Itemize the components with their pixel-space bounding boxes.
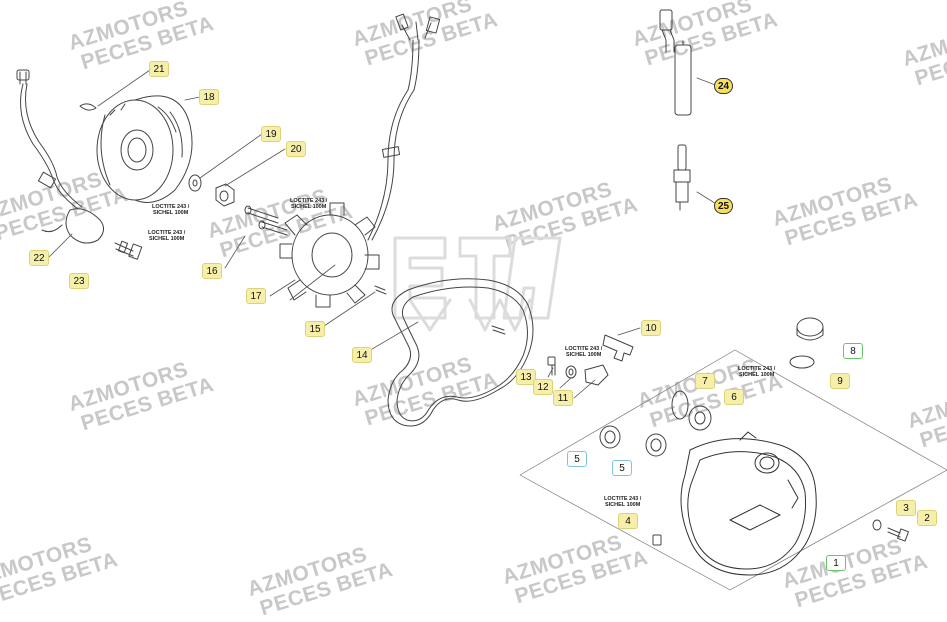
- part-label-13[interactable]: 13: [516, 369, 536, 385]
- loctite-note: LOCTITE 243 / SICHEL 100M: [152, 204, 190, 216]
- woodruff-key-21: [79, 103, 97, 111]
- part-label-24[interactable]: 24: [714, 78, 733, 94]
- spark-plug-cap-24: [659, 9, 692, 116]
- cover-bolts: [652, 519, 909, 546]
- part-label-1[interactable]: 1: [826, 555, 846, 571]
- loctite-note: LOCTITE 243 / SICHEL 100M: [148, 230, 186, 242]
- gasket-14: [387, 278, 534, 427]
- part-label-6[interactable]: 6: [724, 389, 744, 405]
- part-label-17[interactable]: 17: [246, 288, 266, 304]
- loctite-note: LOCTITE 243 / SICHEL 100M: [290, 198, 328, 210]
- part-label-2[interactable]: 2: [917, 510, 937, 526]
- part-label-12[interactable]: 12: [533, 379, 553, 395]
- part-label-16[interactable]: 16: [202, 263, 222, 279]
- stator-cable: [367, 13, 441, 241]
- flywheel-18: [96, 95, 193, 203]
- loctite-note: LOCTITE 243 / SICHEL 100M: [738, 366, 776, 378]
- washer-19: [188, 174, 202, 192]
- assembly-box: [519, 349, 947, 591]
- small-bolts: [547, 356, 609, 386]
- parts-line-art: [16, 9, 947, 591]
- screws-16: [244, 205, 288, 236]
- bolt-23: [114, 240, 143, 260]
- part-label-4[interactable]: 4: [618, 513, 638, 529]
- seals: [599, 390, 712, 457]
- part-label-21[interactable]: 21: [149, 61, 169, 77]
- stator-17: [279, 202, 380, 308]
- part-label-9[interactable]: 9: [830, 373, 850, 389]
- dowel-15: [374, 285, 387, 295]
- pickup-sensor-22: [16, 69, 104, 244]
- loctite-note: LOCTITE 243 / SICHEL 100M: [604, 496, 642, 508]
- bracket-10: [602, 334, 634, 362]
- leader-lines: [47, 69, 719, 399]
- ignition-cover-1: [680, 431, 817, 576]
- part-label-19[interactable]: 19: [261, 126, 281, 142]
- nut-20: [215, 183, 235, 207]
- part-label-5[interactable]: 5: [567, 451, 587, 467]
- part-label-3[interactable]: 3: [896, 500, 916, 516]
- part-label-5[interactable]: 5: [612, 460, 632, 476]
- part-label-15[interactable]: 15: [305, 321, 325, 337]
- part-label-11[interactable]: 11: [553, 390, 573, 406]
- spark-plug-25: [673, 144, 691, 211]
- part-label-18[interactable]: 18: [199, 89, 219, 105]
- part-label-25[interactable]: 25: [714, 198, 733, 214]
- part-label-8[interactable]: 8: [843, 343, 863, 359]
- logo-watermark: [393, 236, 562, 332]
- loctite-note: LOCTITE 243 / SICHEL 100M: [565, 346, 603, 358]
- part-label-20[interactable]: 20: [286, 141, 306, 157]
- oil-plug-8: [789, 317, 824, 369]
- part-label-23[interactable]: 23: [69, 273, 89, 289]
- part-label-7[interactable]: 7: [695, 373, 715, 389]
- part-label-22[interactable]: 22: [29, 250, 49, 266]
- part-label-10[interactable]: 10: [641, 320, 661, 336]
- part-label-14[interactable]: 14: [352, 347, 372, 363]
